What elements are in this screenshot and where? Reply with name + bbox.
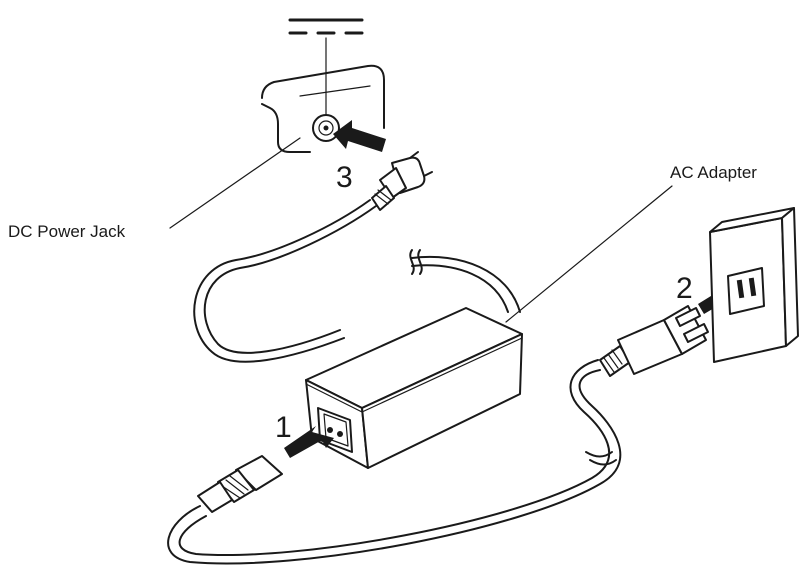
cable-break-mark bbox=[409, 249, 415, 275]
dc-plug bbox=[371, 151, 433, 211]
dc-cable-inner bbox=[193, 199, 371, 363]
ac-cord-inner bbox=[178, 359, 611, 557]
notebook-side-panel bbox=[261, 64, 385, 153]
ac-adapter-label: AC Adapter bbox=[670, 163, 757, 182]
step3-number: 3 bbox=[336, 161, 353, 194]
dc-cable-to-adapter-inner bbox=[411, 264, 509, 313]
dc-jack-leader-line bbox=[169, 137, 301, 229]
step1-arrow-icon bbox=[284, 426, 334, 458]
step1-number: 1 bbox=[275, 411, 292, 444]
step3-arrow-icon bbox=[333, 120, 386, 152]
step2-number: 2 bbox=[676, 272, 693, 305]
dc-power-jack bbox=[312, 114, 340, 142]
dc-cable-to-adapter bbox=[411, 255, 521, 313]
dc-cable bbox=[203, 205, 377, 354]
wall-outlet bbox=[709, 207, 799, 363]
ac-cord-break-mark bbox=[585, 451, 613, 458]
dc-symbol-icon bbox=[288, 18, 364, 119]
ac-cord bbox=[167, 369, 622, 565]
ac-wall-plug bbox=[599, 305, 709, 377]
dc-power-jack-label: DC Power Jack bbox=[8, 222, 126, 241]
ac-power-connector bbox=[197, 455, 283, 513]
ac-adapter-leader-line bbox=[505, 185, 673, 323]
